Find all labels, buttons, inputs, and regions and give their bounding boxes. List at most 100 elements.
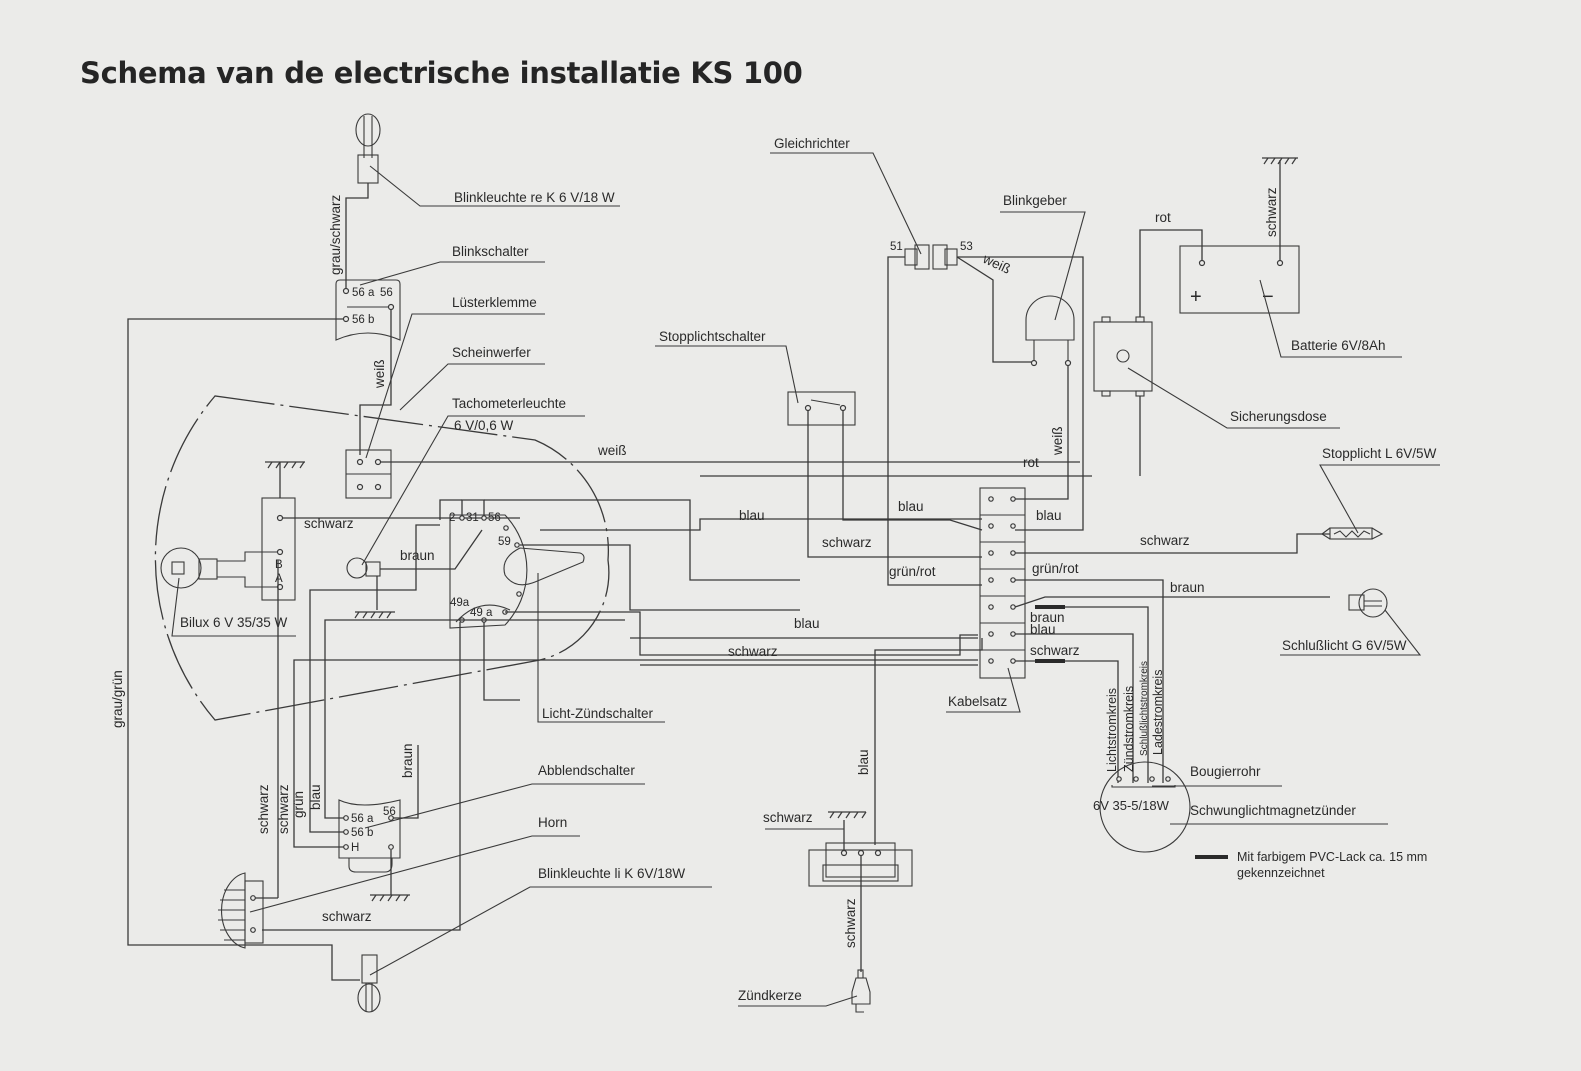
label-tachometerleuchte-rating: 6 V/0,6 W xyxy=(454,418,514,433)
gleichrichter-symbol xyxy=(904,244,958,270)
pin-56-switch: 56 xyxy=(488,512,501,524)
circuit-label-licht: Lichtstromkreis xyxy=(1105,688,1119,772)
ground-symbol-abblend xyxy=(370,894,410,902)
pin-59: 59 xyxy=(498,536,511,548)
label-luesterklemme: Lüsterklemme xyxy=(452,295,537,310)
wire-label-schwarz-2: schwarz xyxy=(822,535,872,550)
circuit-label-schlusslicht: Schlußlichtstromkreis xyxy=(1139,661,1150,756)
wire-label-blau-right: blau xyxy=(1036,508,1062,523)
pin-49a: 49a xyxy=(450,597,470,609)
batterie-symbol xyxy=(1179,245,1300,314)
label-blinkleuchte-re: Blinkleuchte re K 6 V/18 W xyxy=(454,190,615,205)
circuit-label-lade: Ladestromkreis xyxy=(1151,670,1165,755)
wire-label-schwarz-stopp: schwarz xyxy=(1140,533,1190,548)
label-kabelsatz: Kabelsatz xyxy=(948,694,1008,709)
licht-zuendschalter-symbol xyxy=(449,514,585,629)
wire-label-weiss-blinkgeber: weiß xyxy=(1050,426,1065,456)
wire-label-braun-tacho: braun xyxy=(400,548,435,563)
wire-label-blau-1: blau xyxy=(739,508,765,523)
wire-label-weiss-gleichrichter: weiß xyxy=(980,251,1013,277)
wire-label-rot-battery: rot xyxy=(1155,210,1171,225)
label-schwunglichtmagnetzuender: Schwunglichtmagnetzünder xyxy=(1190,803,1356,818)
stopplichtschalter-symbol xyxy=(787,391,856,426)
headlight-housing-outline xyxy=(154,395,610,721)
label-licht-zuendschalter: Licht-Zündschalter xyxy=(542,706,654,721)
pin-B: B xyxy=(275,559,283,571)
wire-label-schwarz-abblend-1: schwarz xyxy=(276,784,291,834)
wire-label-schwarz-battery: schwarz xyxy=(1264,187,1279,237)
wire-label-braun-schluss: braun xyxy=(1170,580,1205,595)
wire-label-schwarz-abblend-2: schwarz xyxy=(256,784,271,834)
ground-symbol-zuendspule xyxy=(828,811,867,819)
blinkleuchte-re-symbol xyxy=(355,113,381,184)
page-title: Schema van de electrische installatie KS… xyxy=(80,56,803,90)
label-horn: Horn xyxy=(538,815,567,830)
pin-53: 53 xyxy=(960,241,973,253)
pin-56: 56 xyxy=(380,287,393,299)
ground-symbol-battery xyxy=(1262,157,1298,165)
label-stopplicht: Stopplicht L 6V/5W xyxy=(1322,446,1437,461)
wire-label-schwarz-4: schwarz xyxy=(1030,643,1080,658)
schlusslicht-symbol xyxy=(1348,588,1388,618)
blinkleuchte-li-symbol xyxy=(357,954,381,1013)
wire-label-schwarz-zuendkerze: schwarz xyxy=(843,898,858,948)
label-blinkleuchte-li: Blinkleuchte li K 6V/18W xyxy=(538,866,685,881)
schwunglichtmagnetzuender-symbol xyxy=(1099,761,1191,853)
label-zuendkerze: Zündkerze xyxy=(738,988,802,1003)
wire-label-schwarz-bilux: schwarz xyxy=(304,516,354,531)
pin-56a-abblend: 56 a xyxy=(351,813,374,825)
label-gleichrichter: Gleichrichter xyxy=(774,136,850,151)
label-sicherungsdose: Sicherungsdose xyxy=(1230,409,1327,424)
zuendkerze-symbol xyxy=(851,969,871,1013)
wire-label-braun-abblend: braun xyxy=(400,743,415,778)
pin-56b: 56 b xyxy=(352,314,374,326)
wire-label-weiss-horizontal: weiß xyxy=(597,443,627,458)
wire-label-blau-abblend: blau xyxy=(308,784,323,810)
bilux-bulb-symbol xyxy=(160,547,278,589)
pin-49-a: 49 a xyxy=(470,607,493,619)
battery-minus-sign: − xyxy=(1262,286,1274,308)
wire-label-schwarz-1: schwarz xyxy=(728,644,778,659)
wire-label-weiss-blinkschalter: weiß xyxy=(372,359,387,389)
label-bilux: Bilux 6 V 35/35 W xyxy=(180,615,288,630)
label-bougierrohr: Bougierrohr xyxy=(1190,764,1261,779)
wire-label-schwarz-zuendspule: schwarz xyxy=(763,810,813,825)
wire-label-gruen-rot-2: grün/rot xyxy=(1032,561,1079,576)
pin-56b-abblend: 56 b xyxy=(351,827,373,839)
blinkgeber-symbol xyxy=(1025,295,1075,367)
wire-label-schwarz-horn: schwarz xyxy=(322,909,372,924)
label-blinkgeber: Blinkgeber xyxy=(1003,193,1067,208)
label-batterie: Batterie 6V/8Ah xyxy=(1291,338,1386,353)
pin-56a: 56 a xyxy=(352,287,375,299)
horn-symbol xyxy=(218,872,264,949)
wire-label-blau-5: blau xyxy=(1030,622,1056,637)
luesterklemme-symbol xyxy=(345,449,392,499)
label-abblendschalter: Abblendschalter xyxy=(538,763,635,778)
circuit-label-zuend: Zündstromkreis xyxy=(1122,686,1136,772)
kabelsatz-symbol xyxy=(979,487,1026,679)
stopplicht-symbol xyxy=(1321,527,1384,540)
ground-symbol xyxy=(265,461,305,498)
label-scheinwerfer: Scheinwerfer xyxy=(452,345,531,360)
pin-51: 51 xyxy=(890,241,903,253)
pin-H: H xyxy=(351,842,359,854)
label-schlusslicht: Schlußlicht G 6V/5W xyxy=(1282,638,1407,653)
wire-label-rot-1: rot xyxy=(1023,455,1039,470)
wire-label-braun-2: braun xyxy=(1030,610,1065,625)
pin-31: 31 xyxy=(466,512,479,524)
sicherungsdose-symbol xyxy=(1093,316,1153,397)
wire-label-grau-gruen: grau/grün xyxy=(110,670,125,728)
wire-label-blau-3: blau xyxy=(898,499,924,514)
magnetzuender-rating: 6V 35-5/18W xyxy=(1093,798,1170,813)
battery-plus-sign: + xyxy=(1190,286,1202,308)
label-tachometerleuchte: Tachometerleuchte xyxy=(452,396,566,411)
wire-label-grau-schwarz: grau/schwarz xyxy=(328,194,343,275)
legend-text-2: gekennzeichnet xyxy=(1237,866,1325,880)
legend-text-1: Mit farbigem PVC-Lack ca. 15 mm xyxy=(1237,850,1427,864)
pin-A: A xyxy=(275,573,283,585)
pin-2: 2 xyxy=(449,512,455,524)
pin-56-abblend: 56 xyxy=(383,806,396,818)
label-stopplichtschalter: Stopplichtschalter xyxy=(659,329,766,344)
tachometerleuchte-symbol xyxy=(346,557,395,619)
wire-label-gruen-abblend: grün xyxy=(291,791,306,818)
